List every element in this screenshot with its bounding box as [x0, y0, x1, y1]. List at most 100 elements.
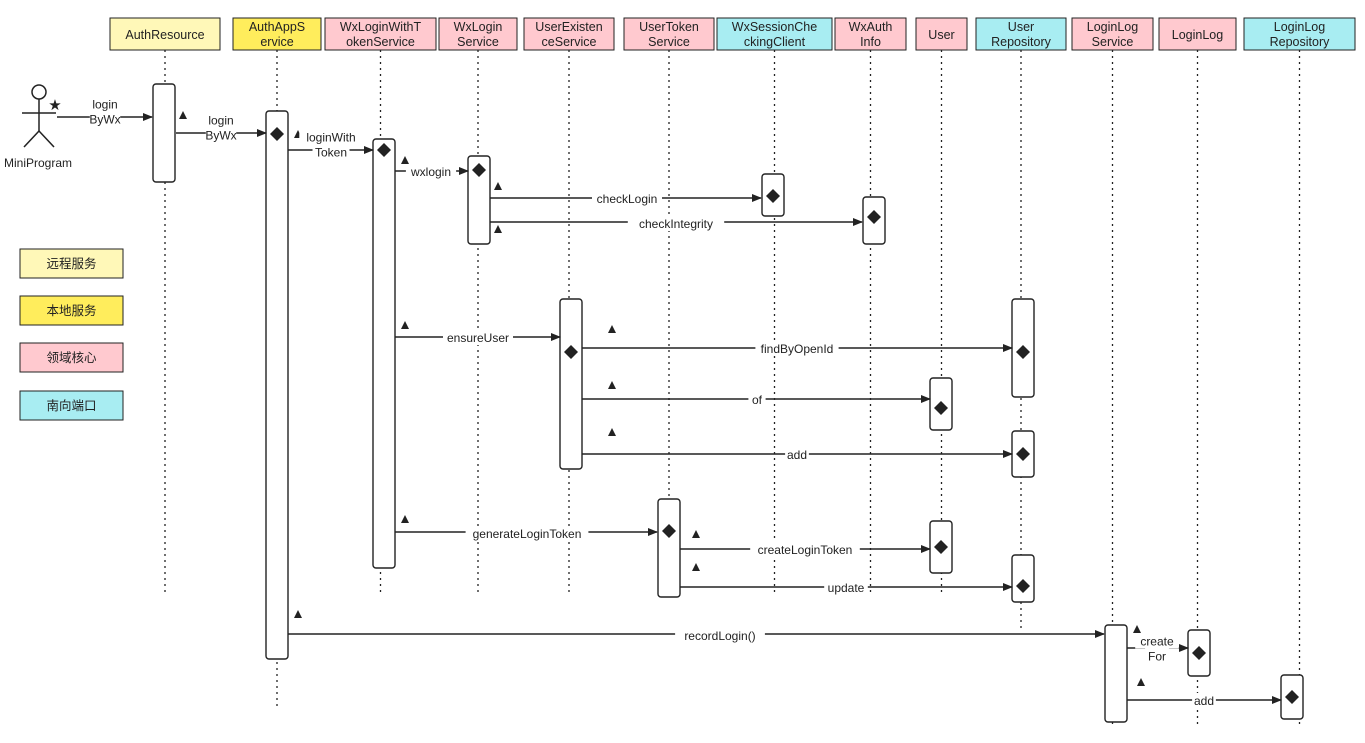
diamond-icon: [270, 127, 284, 141]
message-label-m1: ByWx: [89, 113, 120, 127]
triangle-icon: [179, 111, 187, 119]
triangle-icon: [1133, 625, 1141, 633]
participant-label: WxAuth: [849, 20, 893, 34]
triangle-icon: [608, 325, 616, 333]
participant-wxLoginService: [438, 17, 518, 51]
message-label-bg: [443, 330, 513, 345]
triangle-icon: [401, 321, 409, 329]
message-label-bg: [785, 447, 809, 462]
participant-label: Service: [457, 35, 499, 49]
message-label-bg: [1192, 693, 1216, 708]
diamond-icon: [1192, 646, 1206, 660]
activation-bar: [467, 155, 491, 245]
triangle-icon: [494, 182, 502, 190]
participant-authAppService: [232, 17, 322, 51]
participant-loginLog: [1158, 17, 1237, 51]
diamond-icon: [934, 401, 948, 415]
participant-userTokenService: [623, 17, 715, 51]
message-label-m3: loginWith: [306, 131, 355, 145]
diamond-icon: [472, 163, 486, 177]
activation-bar: [657, 498, 681, 598]
legend-swatch-local: [19, 295, 124, 326]
message-label-bg: [202, 112, 240, 128]
participant-loginLogRepository: [1243, 17, 1356, 51]
actor-leg-left: [23, 130, 40, 148]
diamond-icon: [867, 210, 881, 224]
triangle-icon: [494, 225, 502, 233]
legend-label: 远程服务: [46, 256, 96, 271]
message-label-m15: create: [1140, 635, 1174, 649]
message-label-bg: [1145, 648, 1169, 664]
message-label-m7: ensureUser: [447, 331, 509, 345]
triangle-icon: [692, 530, 700, 538]
activation-bar: [1104, 624, 1128, 723]
message-label-m15: For: [1148, 650, 1166, 664]
message-label-bg: [312, 144, 350, 160]
participant-label: WxLoginWithT: [340, 20, 422, 34]
message-label-m6: checkIntegrity: [639, 217, 713, 231]
message-label-bg: [592, 191, 662, 206]
participant-wxLoginWithTokenService: [324, 17, 437, 51]
participant-label: AuthResource: [125, 28, 204, 42]
participant-wxSessionCheckingClient: [716, 17, 833, 51]
participant-label: WxLogin: [454, 20, 503, 34]
message-label-bg: [755, 341, 839, 356]
message-label-bg: [86, 96, 124, 112]
message-label-m5: checkLogin: [597, 192, 658, 206]
actor-leg-right: [38, 130, 55, 148]
participant-label: Repository: [991, 35, 1051, 49]
participant-label: UserExisten: [535, 20, 602, 34]
participant-label: AuthAppS: [249, 20, 305, 34]
participant-label: WxSessionChe: [732, 20, 817, 34]
legend-swatch-remote: [19, 248, 124, 279]
diamond-icon: [377, 143, 391, 157]
activation-bar: [559, 298, 583, 470]
diamond-icon: [934, 540, 948, 554]
message-label-m8: findByOpenId: [761, 342, 834, 356]
message-label-bg: [627, 216, 725, 231]
participant-label: Service: [1092, 35, 1134, 49]
message-label-m12: createLoginToken: [758, 543, 853, 557]
message-label-bg: [1135, 633, 1179, 649]
activation-bar: [265, 110, 289, 660]
message-label-bg: [405, 164, 457, 179]
participant-label: User: [928, 28, 954, 42]
diamond-icon: [564, 345, 578, 359]
message-label-m13: update: [828, 581, 865, 595]
message-label-bg: [205, 127, 237, 143]
message-label-m11: generateLoginToken: [473, 527, 582, 541]
activation-bar: [372, 138, 396, 569]
activation-markers: [270, 127, 1299, 704]
legend-label: 本地服务: [46, 303, 96, 318]
activation-bar: [152, 83, 176, 183]
diamond-icon: [1016, 345, 1030, 359]
participant-label: LoginLog: [1172, 28, 1223, 42]
participant-label: LoginLog: [1087, 20, 1138, 34]
triangle-icon: [401, 156, 409, 164]
participant-label: Service: [648, 35, 690, 49]
participant-userRepository: [975, 17, 1067, 51]
star-icon: ★: [48, 97, 61, 114]
message-label-m2: login: [208, 114, 233, 128]
activation-bar: [1011, 554, 1035, 603]
participant-label: Info: [860, 35, 881, 49]
diamond-icon: [662, 524, 676, 538]
participant-label: ckingClient: [744, 35, 806, 49]
legend-swatch-port: [19, 390, 124, 421]
message-label-bg: [824, 580, 868, 595]
message-label-bg: [299, 129, 363, 145]
message-label-m16: add: [1194, 694, 1214, 708]
participant-label: ceService: [542, 35, 597, 49]
participant-loginLogService: [1071, 17, 1154, 51]
triangle-icon: [1137, 678, 1145, 686]
triangle-icon: [608, 381, 616, 389]
legend-label: 南向端口: [46, 398, 96, 413]
message-label-bg: [750, 542, 860, 557]
actor-label: MiniProgram: [4, 156, 72, 170]
triangle-icon: [692, 563, 700, 571]
participant-label: ervice: [260, 35, 293, 49]
diamond-icon: [1016, 579, 1030, 593]
diamond-icon: [1016, 447, 1030, 461]
